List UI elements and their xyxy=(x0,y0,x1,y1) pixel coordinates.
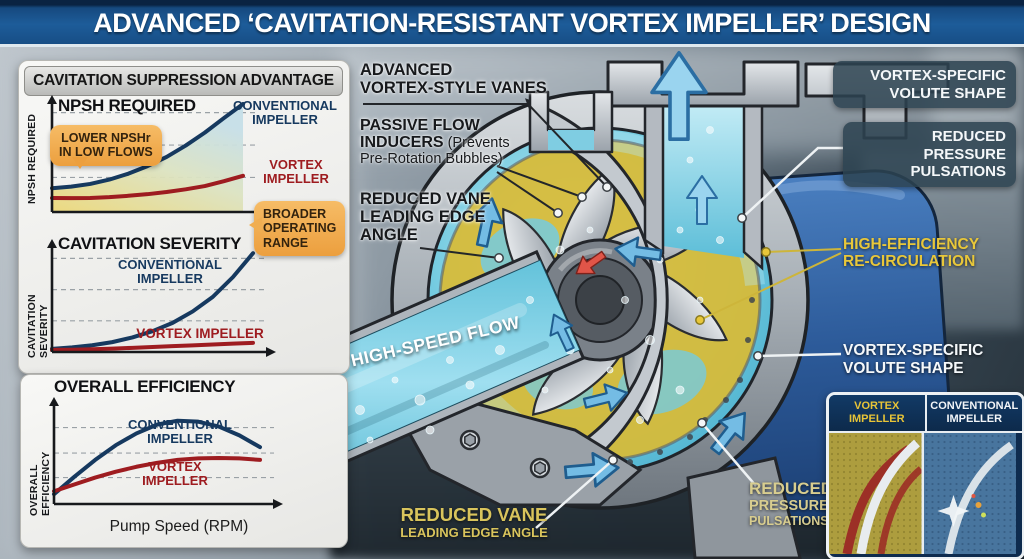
label-passive-inducers: PASSIVE FLOW INDUCERS (Prevents Pre-Rota… xyxy=(360,117,510,167)
bolt-icon xyxy=(529,457,551,479)
label-recirculation: HIGH-EFFICIENCY RE-CIRCULATION xyxy=(843,236,980,271)
inset-title-conventional: CONVENTIONAL IMPELLER xyxy=(930,400,1019,425)
inset-impeller-images xyxy=(829,433,1016,555)
label-volute-shape-mid: VORTEX-SPECIFIC VOLUTE SHAPE xyxy=(843,342,984,377)
label-reduced-vane-bottom: REDUCED VANE LEADING EDGE ANGLE xyxy=(400,504,548,540)
series-label-vortex: VORTEX IMPELLER xyxy=(142,459,208,489)
label-volute-shape-top: VORTEX-SPECIFIC VOLUTE SHAPE xyxy=(833,61,1016,109)
series-label-conventional: CONVENTIONAL IMPELLER xyxy=(118,257,222,287)
title-bar: ADVANCED ‘CAVITATION-RESISTANT VORTEX IM… xyxy=(0,0,1024,47)
panel-header: CAVITATION SUPPRESSION ADVANTAGE xyxy=(24,66,343,96)
inset-title-vortex: VORTEX IMPELLER xyxy=(829,395,927,431)
label-pressure-pulsations-top: REDUCED PRESSURE PULSATIONS xyxy=(843,122,1016,188)
label-pressure-pulsations-bottom: REDUCED PRESSURE PULSATIONS xyxy=(749,479,834,529)
severity-chart-title: CAVITATION SEVERITY xyxy=(58,234,242,253)
inset-vortex-image xyxy=(829,433,924,555)
series-label-conventional: CONVENTIONAL IMPELLER xyxy=(128,417,232,447)
inset-header: VORTEX IMPELLER CONVENTIONAL IMPELLER xyxy=(829,395,1022,433)
series-label-vortex: VORTEX IMPELLER xyxy=(136,326,264,341)
bolt-icon xyxy=(459,429,481,451)
series-label-conventional: CONVENTIONAL IMPELLER xyxy=(233,98,337,128)
callout-lower-npshr: LOWER NPSHr IN LOW FLOWS xyxy=(50,125,162,169)
page-title: ADVANCED ‘CAVITATION-RESISTANT VORTEX IM… xyxy=(93,8,931,38)
label-reduced-vane-left: REDUCED VANE LEADING EDGE ANGLE xyxy=(360,190,491,244)
inset-conventional-image xyxy=(923,433,1016,555)
efficiency-chart-title: OVERALL EFFICIENCY xyxy=(54,377,236,396)
inset-comparison: VORTEX IMPELLER CONVENTIONAL IMPELLER xyxy=(826,392,1024,559)
x-axis-label: Pump Speed (RPM) xyxy=(109,518,249,535)
callout-broader-range: BROADER OPERATING RANGE xyxy=(248,201,346,257)
severity-chart-plot xyxy=(47,239,276,357)
impeller-hub xyxy=(538,238,662,362)
npsh-chart-title: NPSH REQUIRED xyxy=(58,96,196,115)
leader-lines-yellow xyxy=(699,248,842,321)
npsh-y-axis-label: NPSH REQUIRED xyxy=(26,113,38,205)
efficiency-chart-plot xyxy=(49,397,283,509)
series-label-vortex: VORTEX IMPELLER xyxy=(263,157,329,187)
label-advanced-vanes: ADVANCED VORTEX-STYLE VANES xyxy=(360,61,547,97)
